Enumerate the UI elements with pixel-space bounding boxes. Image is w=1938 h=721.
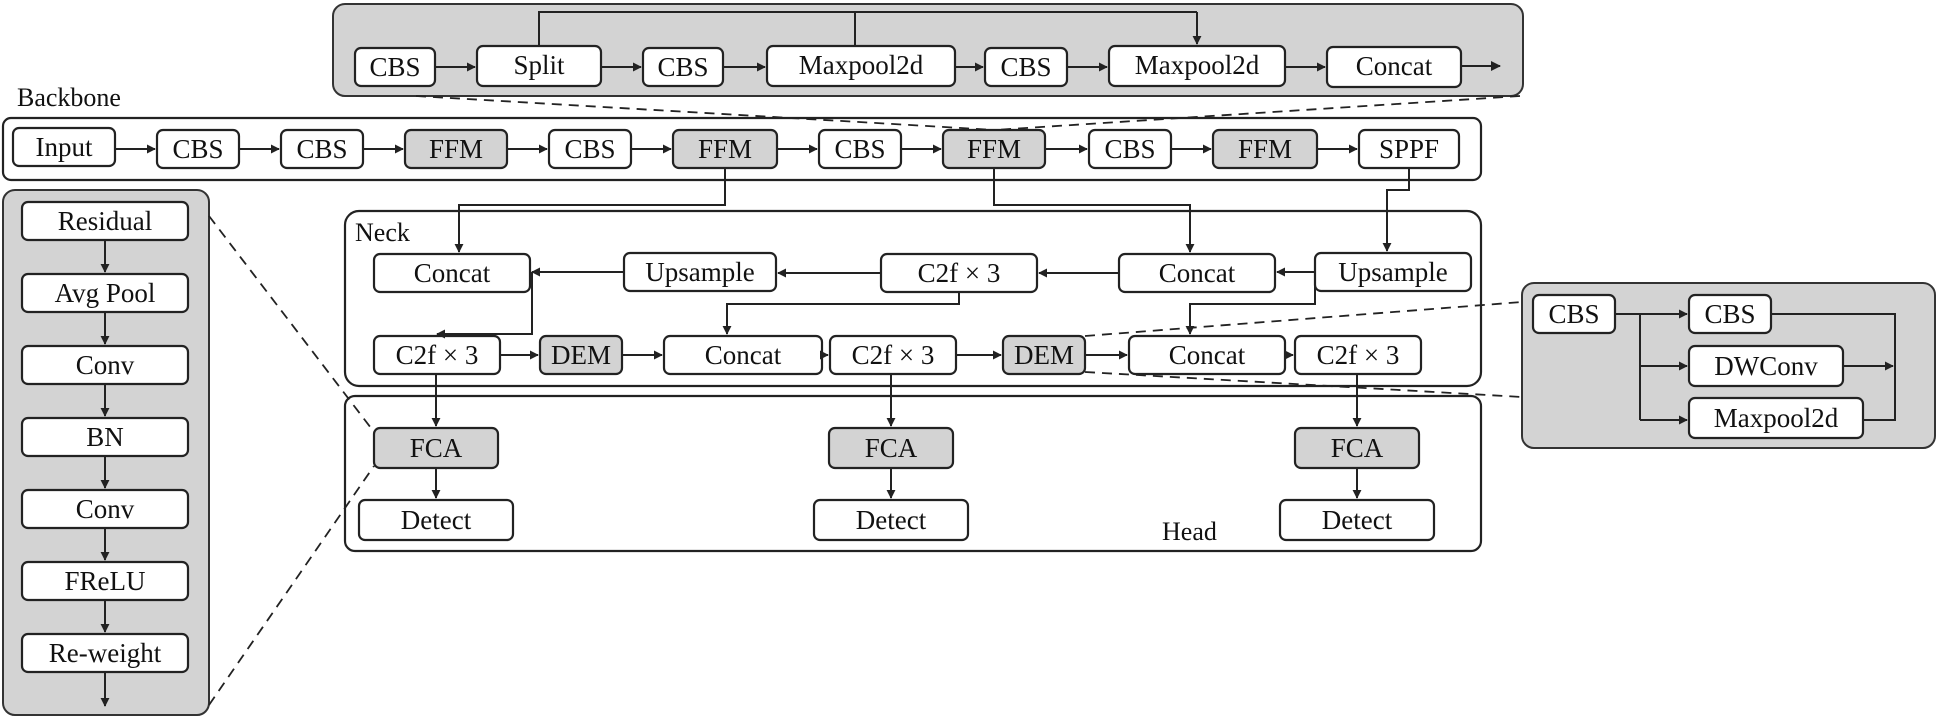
bb-cbs-3: CBS <box>564 134 615 164</box>
dem-maxpool2d: Maxpool2d <box>1714 403 1839 433</box>
ffm-zoom-connector <box>415 95 1521 131</box>
fca-conv-2: Conv <box>76 494 135 524</box>
ffm-split: Split <box>513 50 565 80</box>
ffm-concat: Concat <box>1356 51 1433 81</box>
neck: Concat Upsample C2f × 3 Concat Upsample … <box>372 251 1473 376</box>
backbone: Input CBS CBS FFM CBS FFM CBS FFM CBS FF… <box>11 126 1461 170</box>
nk-c2f-3: C2f × 3 <box>1317 340 1400 370</box>
head: FCA Detect FCA Detect FCA Detect <box>357 374 1436 542</box>
ffm-cbs-1: CBS <box>369 52 420 82</box>
sppf-to-neck-link <box>1382 168 1410 252</box>
nk-concat-3: Concat <box>1169 340 1246 370</box>
bb-cbs-4: CBS <box>834 134 885 164</box>
dem-dwconv: DWConv <box>1714 351 1818 381</box>
fca-frelu: FReLU <box>65 566 146 596</box>
bb-ffm-1: FFM <box>429 134 483 164</box>
bb-input: Input <box>36 132 93 162</box>
hd-detect-3: Detect <box>1322 505 1393 535</box>
dem-cbs: CBS <box>1704 299 1755 329</box>
ffm3-to-neck-link <box>993 168 1195 253</box>
bb-cbs-2: CBS <box>296 134 347 164</box>
fca-residual: Residual <box>58 206 153 236</box>
ffm-detail: CBS Split CBS Maxpool2d CBS Maxpool2d Co… <box>353 11 1501 89</box>
bb-ffm-2: FFM <box>698 134 752 164</box>
neck-frame <box>343 209 1483 388</box>
nk-concat-top: Concat <box>1159 258 1236 288</box>
bb-cbs-5: CBS <box>1104 134 1155 164</box>
backbone-title: Backbone <box>17 83 121 112</box>
nk-dem-1: DEM <box>551 340 611 370</box>
fca-avg-pool: Avg Pool <box>55 278 156 308</box>
ffm-maxpool2d-2: Maxpool2d <box>1135 50 1260 80</box>
ffm2-to-neck-link <box>454 168 726 253</box>
nk-c2f-2: C2f × 3 <box>852 340 935 370</box>
neck-title: Neck <box>355 218 410 247</box>
fca-bn: BN <box>86 422 124 452</box>
hd-fca-2: FCA <box>865 433 918 463</box>
head-title: Head <box>1162 517 1217 546</box>
fca-detail: Residual Avg Pool Conv BN Conv FReLU Re-… <box>20 200 190 707</box>
nk-dem-2: DEM <box>1014 340 1074 370</box>
dem-cbs-in: CBS <box>1548 299 1599 329</box>
nk-upsample-1: Upsample <box>645 257 754 287</box>
ffm-maxpool2d-1: Maxpool2d <box>799 50 924 80</box>
fca-zoom-connector <box>208 215 375 706</box>
nk-concat-1: Concat <box>414 258 491 288</box>
hd-fca-3: FCA <box>1331 433 1384 463</box>
nk-c2f-top: C2f × 3 <box>918 258 1001 288</box>
head-frame <box>343 394 1483 553</box>
fca-re-weight: Re-weight <box>49 638 162 668</box>
fca-conv-1: Conv <box>76 350 135 380</box>
backbone-frame <box>1 116 1483 182</box>
dem-detail: CBS CBS DWConv Maxpool2d <box>1531 293 1896 440</box>
dem-zoom-connector <box>1084 301 1523 398</box>
ffm-cbs-2: CBS <box>657 52 708 82</box>
hd-detect-1: Detect <box>401 505 472 535</box>
nk-concat-2: Concat <box>705 340 782 370</box>
nk-upsample-2: Upsample <box>1338 257 1447 287</box>
hd-fca-1: FCA <box>410 433 463 463</box>
bb-sppf: SPPF <box>1379 134 1439 164</box>
hd-detect-2: Detect <box>856 505 927 535</box>
bb-cbs-1: CBS <box>172 134 223 164</box>
ffm-cbs-3: CBS <box>1000 52 1051 82</box>
nk-c2f-1: C2f × 3 <box>396 340 479 370</box>
bb-ffm-4: FFM <box>1238 134 1292 164</box>
bb-ffm-3: FFM <box>967 134 1021 164</box>
